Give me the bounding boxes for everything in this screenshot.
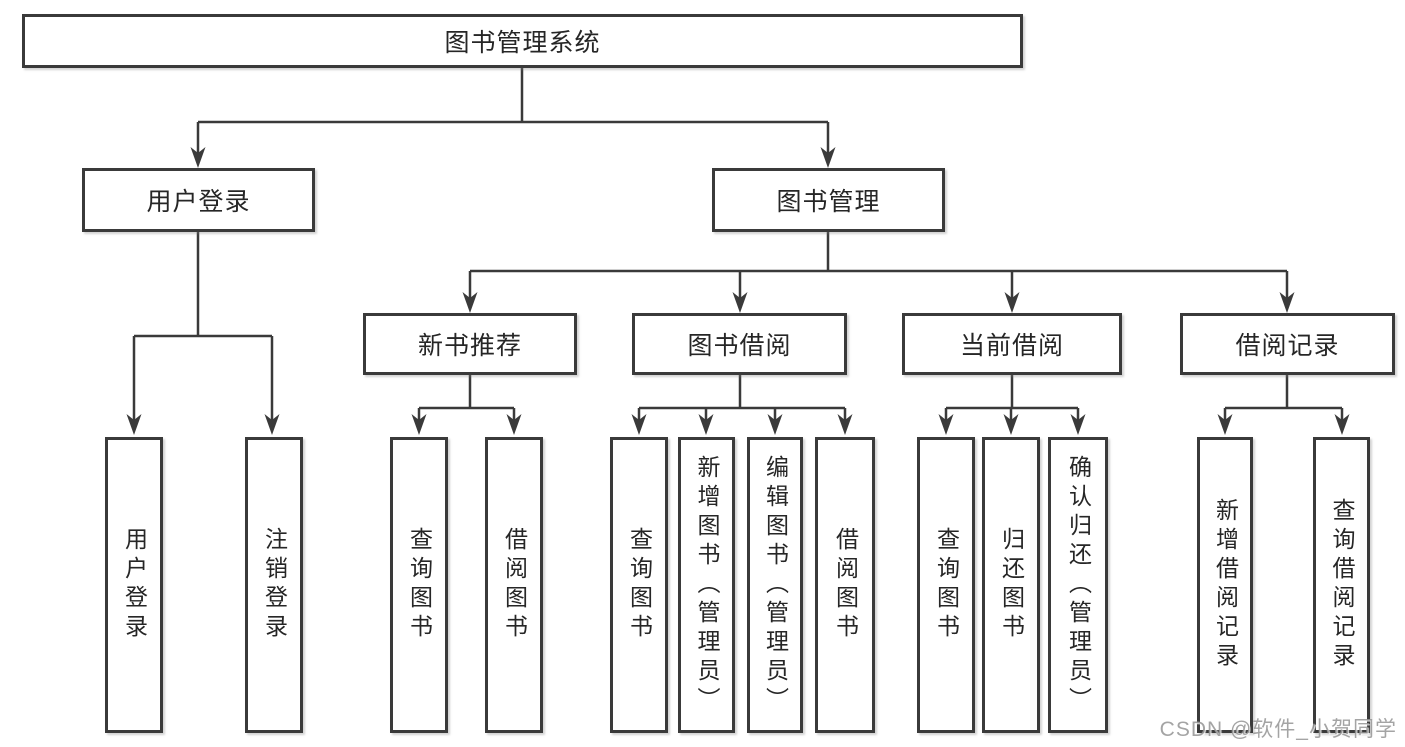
- arrowhead-icon: [820, 147, 836, 168]
- node-label: 查询借阅记录: [1329, 498, 1355, 672]
- arrowhead-icon: [1070, 414, 1086, 435]
- arrowhead-icon: [1003, 414, 1019, 435]
- node-user-login: 用户登录: [105, 437, 163, 733]
- node-borrowing-borrow-books: 借阅图书: [815, 437, 875, 733]
- arrowhead-icon: [938, 414, 954, 435]
- node-label: 新书推荐: [417, 332, 522, 360]
- node-borrowing-query-books: 查询图书: [610, 437, 668, 733]
- node-recommend-borrow-books: 借阅图书: [485, 437, 543, 733]
- connector-records-to-children: [1223, 375, 1344, 421]
- node-label: 新增图书（管理员）: [694, 454, 720, 716]
- node-label: 当前借阅: [959, 332, 1064, 360]
- node-label: 确认归还（管理员）: [1065, 454, 1092, 716]
- node-recommend-query-books: 查询图书: [390, 437, 448, 733]
- node-label: 借阅记录: [1235, 332, 1340, 360]
- node-current-return-books: 归还图书: [982, 437, 1040, 733]
- arrowhead-icon: [732, 292, 748, 313]
- arrowhead-icon: [767, 414, 783, 435]
- arrowhead-icon: [631, 414, 647, 435]
- arrowhead-icon: [411, 414, 427, 435]
- node-label: 新增借阅记录: [1212, 498, 1239, 672]
- arrowhead-icon: [1279, 292, 1295, 313]
- arrowhead-icon: [1004, 292, 1020, 313]
- node-label: 查询图书: [406, 527, 433, 643]
- node-label: 注销登录: [261, 527, 288, 643]
- node-label: 归还图书: [998, 527, 1025, 643]
- node-borrowing-records: 借阅记录: [1180, 313, 1395, 375]
- node-current-confirm-return-admin: 确认归还（管理员）: [1048, 437, 1108, 733]
- node-label: 编辑图书（管理员）: [762, 454, 789, 716]
- node-borrowing-add-books-admin: 新增图书（管理员）: [678, 437, 735, 733]
- node-label: 借阅图书: [501, 527, 528, 643]
- csdn-watermark: CSDN @软件_小贺同学: [1159, 718, 1397, 741]
- arrowhead-icon: [462, 292, 478, 313]
- connector-current-to-children: [944, 375, 1080, 421]
- node-current-query-books: 查询图书: [917, 437, 975, 733]
- connector-userlogin-to-children: [132, 232, 274, 421]
- node-records-add-record: 新增借阅记录: [1197, 437, 1253, 733]
- arrowhead-icon: [698, 414, 714, 435]
- arrowhead-icon: [190, 147, 206, 168]
- node-label: 图书管理: [776, 188, 881, 216]
- node-new-book-recommend: 新书推荐: [363, 313, 577, 375]
- node-label: 查询图书: [626, 527, 653, 643]
- node-label: 用户登录: [146, 188, 251, 216]
- node-user-login-group: 用户登录: [82, 168, 315, 232]
- arrowhead-icon: [264, 414, 280, 435]
- node-label: 图书管理系统: [444, 29, 601, 57]
- node-book-borrowing: 图书借阅: [632, 313, 847, 375]
- node-label: 图书借阅: [687, 332, 792, 360]
- arrowhead-icon: [1217, 414, 1233, 435]
- arrowhead-icon: [837, 414, 853, 435]
- connector-root-to-level2: [196, 68, 830, 154]
- arrowhead-icon: [506, 414, 522, 435]
- node-label: 查询图书: [933, 527, 960, 643]
- node-records-query-record: 查询借阅记录: [1313, 437, 1370, 733]
- node-library-management-system: 图书管理系统: [22, 14, 1023, 68]
- connector-borrowing-to-children: [637, 375, 847, 421]
- connector-recommend-to-children: [417, 375, 516, 421]
- arrowhead-icon: [126, 414, 142, 435]
- arrowhead-icon: [1334, 414, 1350, 435]
- node-book-management: 图书管理: [712, 168, 945, 232]
- node-label: 用户登录: [121, 527, 148, 643]
- node-borrowing-edit-books-admin: 编辑图书（管理员）: [747, 437, 803, 733]
- node-label: 借阅图书: [832, 527, 859, 643]
- connector-bookmgmt-to-level3: [468, 232, 1289, 299]
- node-logout: 注销登录: [245, 437, 303, 733]
- node-current-borrowing: 当前借阅: [902, 313, 1122, 375]
